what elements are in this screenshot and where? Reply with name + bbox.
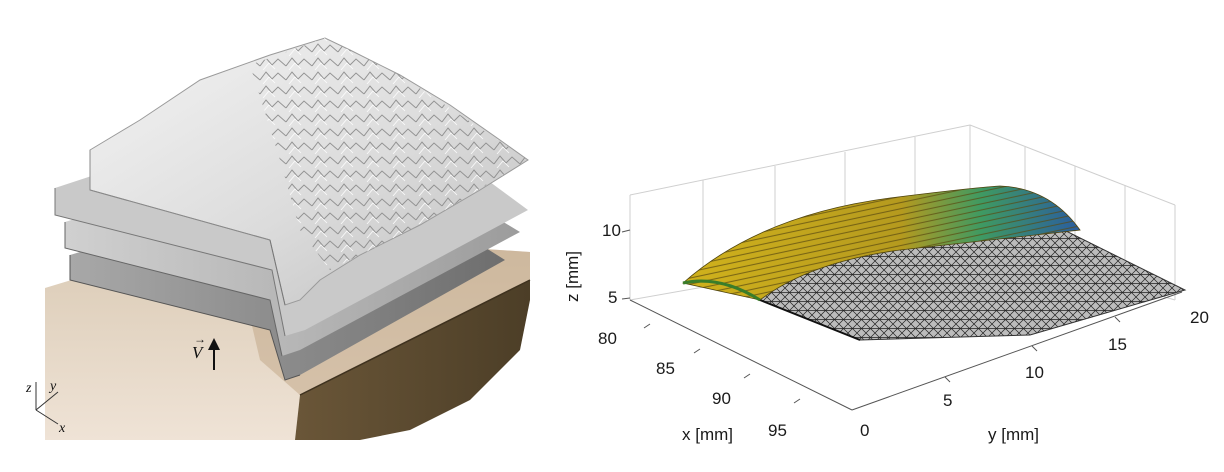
bead-mesh-svg: 10 5 z [mm] 80 85 90 95 x [mm] 0 5 10 1 bbox=[563, 124, 1209, 444]
axis-x-label: x bbox=[58, 421, 66, 436]
y-tick-0: 0 bbox=[860, 421, 869, 440]
build-velocity-indicator: V → bbox=[192, 332, 220, 370]
z-axis: 10 5 z [mm] bbox=[563, 221, 631, 307]
bead-mesh-3d-plot: 10 5 z [mm] 80 85 90 95 x [mm] 0 5 10 1 bbox=[560, 0, 1224, 467]
x-tick-95: 95 bbox=[768, 421, 787, 440]
z-tick-10: 10 bbox=[602, 221, 621, 240]
y-tick-20: 20 bbox=[1190, 308, 1209, 327]
x-axis-label: x [mm] bbox=[682, 425, 733, 444]
arrow-head-icon bbox=[208, 338, 220, 350]
top-layer-surface bbox=[89, 37, 529, 306]
y-tick-10: 10 bbox=[1025, 363, 1044, 382]
y-axis-label: y [mm] bbox=[988, 425, 1039, 444]
y-axis: 0 5 10 15 20 y [mm] bbox=[851, 291, 1209, 444]
velocity-label: V bbox=[192, 343, 205, 362]
y-tick-15: 15 bbox=[1108, 335, 1127, 354]
z-tick-5: 5 bbox=[608, 288, 617, 307]
coordinate-axes-icon: z y x bbox=[25, 379, 66, 436]
z-axis-label: z [mm] bbox=[563, 251, 582, 302]
vector-arrow-mark: → bbox=[194, 332, 206, 346]
axis-y-label: y bbox=[48, 379, 57, 394]
layer-stack-figure: V → z y x bbox=[0, 0, 560, 467]
layer-stack-svg: V → z y x bbox=[25, 37, 531, 440]
deposition-beads bbox=[682, 185, 1081, 302]
x-tick-85: 85 bbox=[656, 359, 675, 378]
axis-z-label: z bbox=[25, 381, 32, 396]
x-tick-80: 80 bbox=[598, 329, 617, 348]
x-axis: 80 85 90 95 x [mm] bbox=[598, 299, 853, 444]
y-tick-5: 5 bbox=[943, 391, 952, 410]
x-tick-90: 90 bbox=[712, 389, 731, 408]
